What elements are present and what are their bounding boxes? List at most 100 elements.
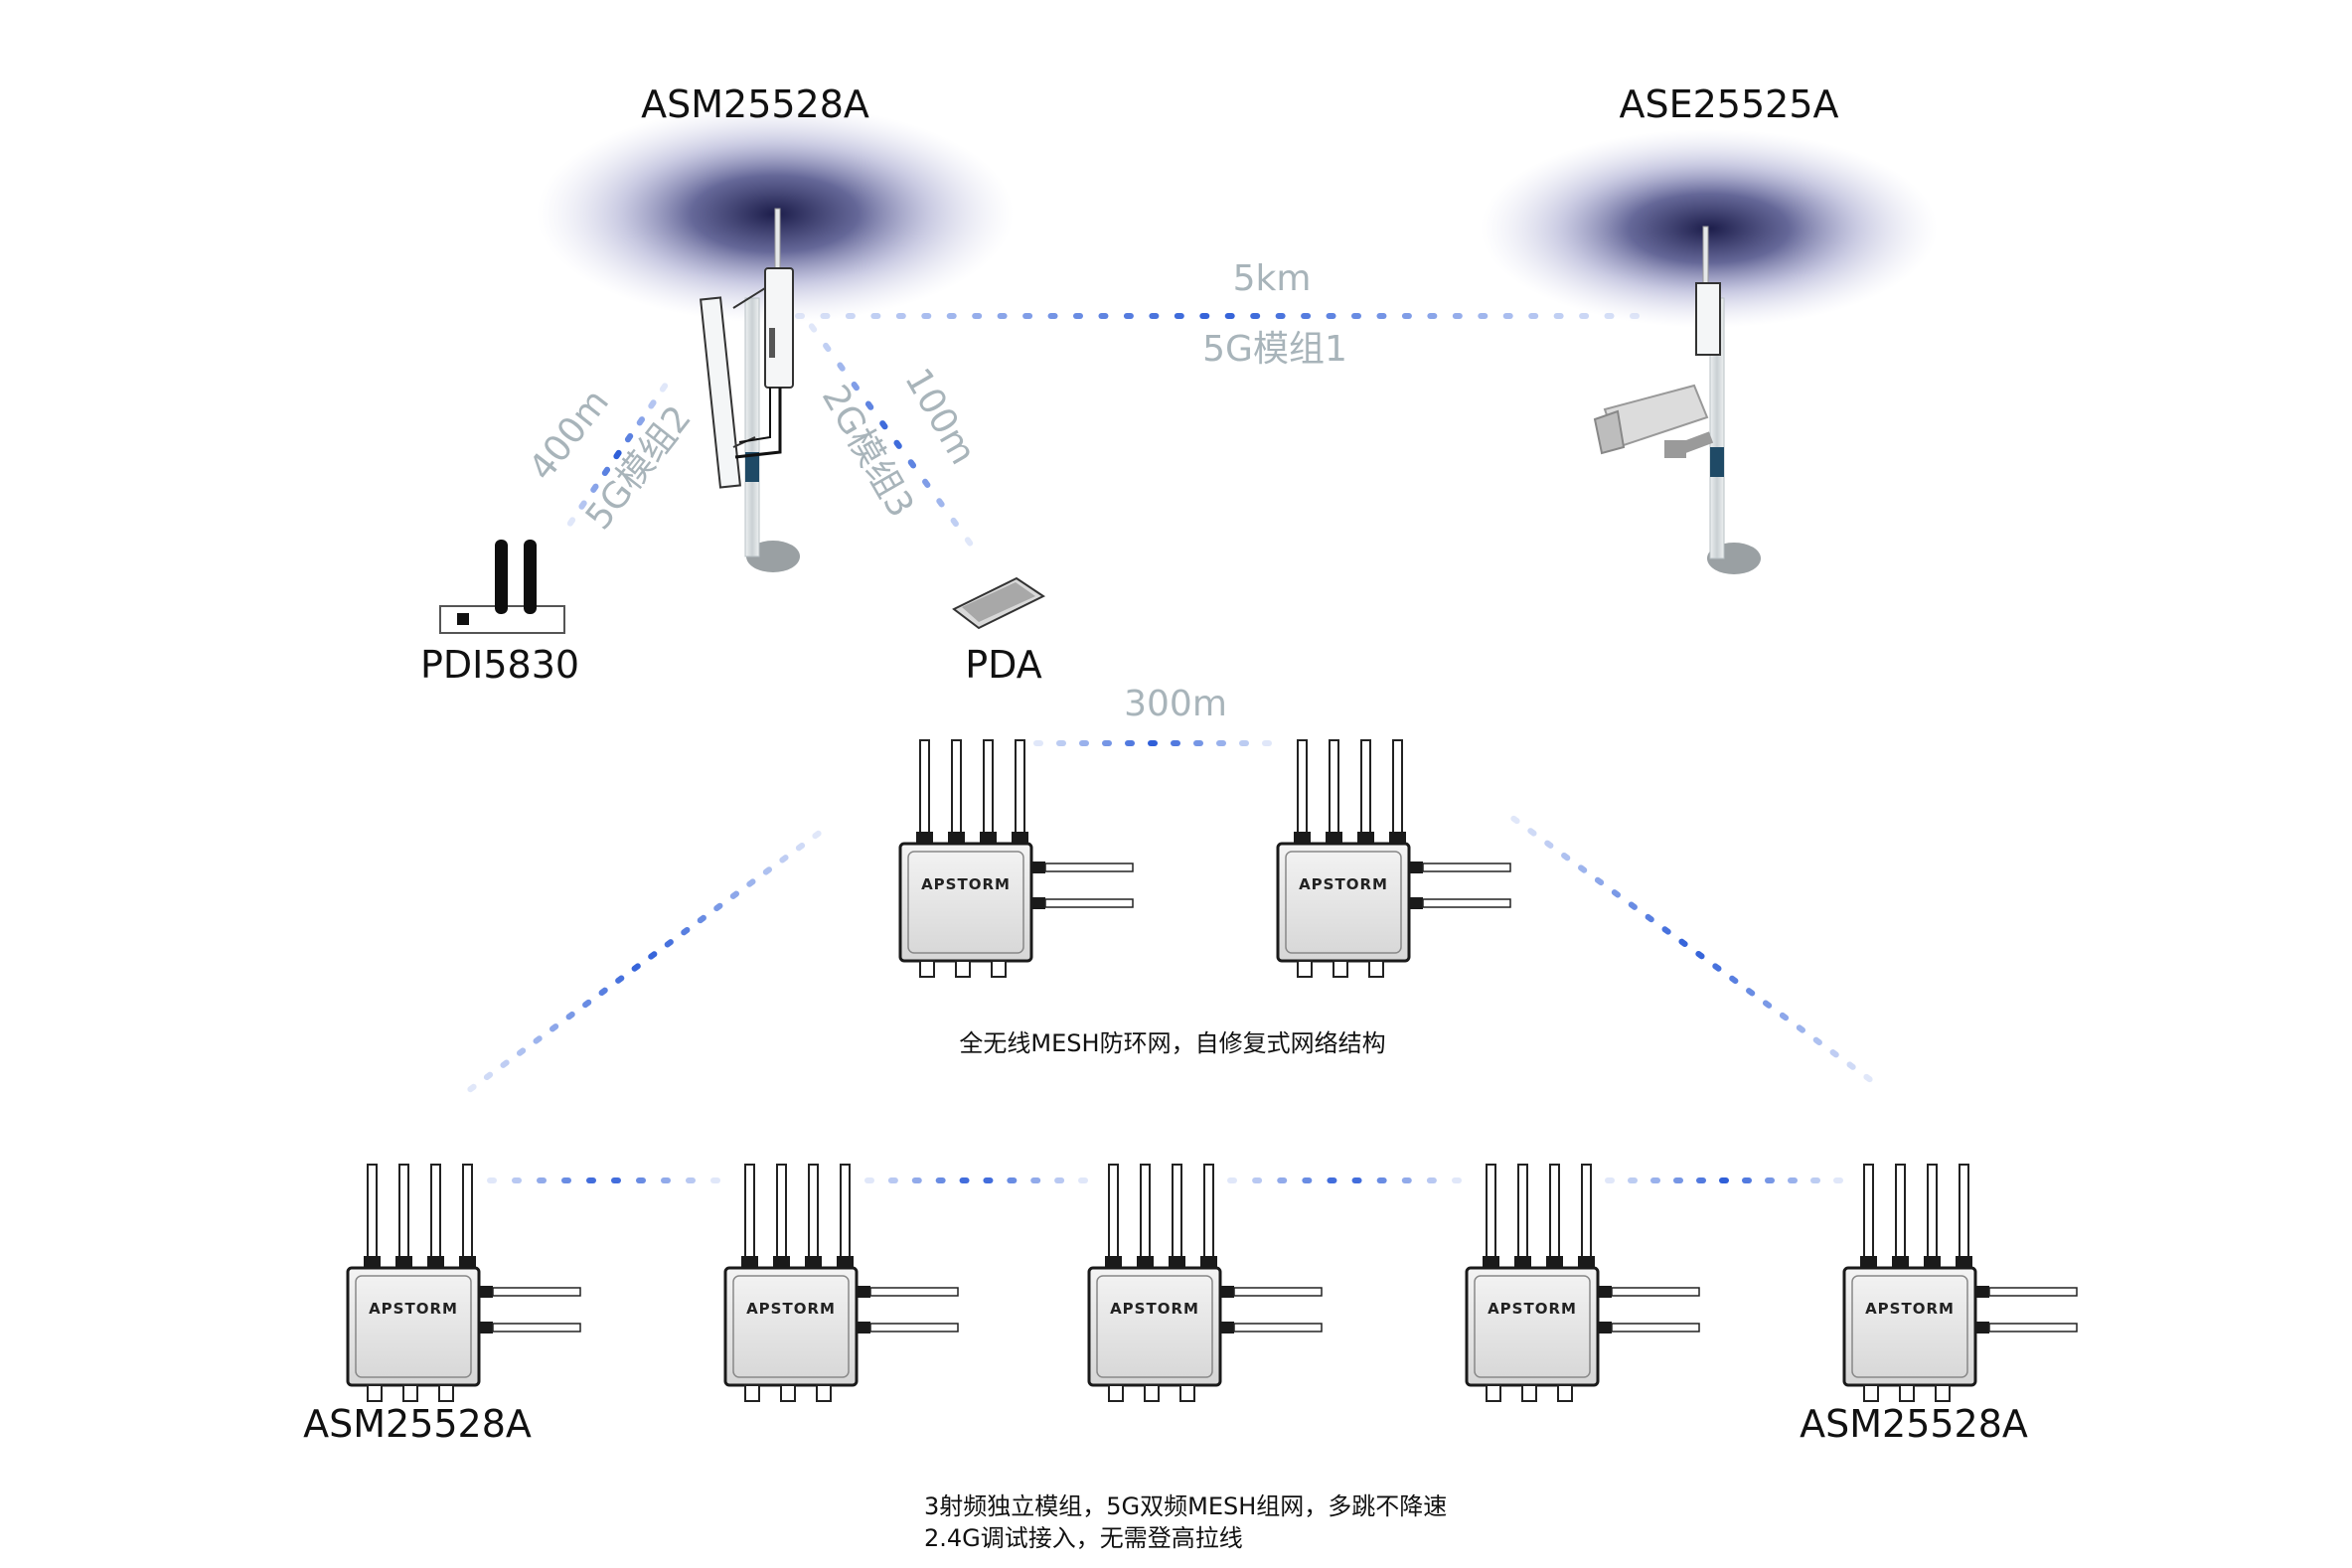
link-dot — [983, 1177, 994, 1183]
link-dot — [565, 1011, 575, 1020]
mesh-ap-bottom-4: APSTORM — [1465, 1163, 1701, 1403]
link-dot — [964, 537, 974, 547]
link-dot — [686, 1177, 696, 1183]
link-dot — [837, 362, 846, 372]
link-dot — [561, 1177, 571, 1183]
link-dot — [1812, 1036, 1822, 1046]
link-dot — [1047, 313, 1058, 319]
mesh-caption: 全无线MESH防环网，自修复式网络结构 — [959, 1029, 1385, 1057]
link-dot — [601, 466, 611, 477]
link-400m — [566, 383, 669, 527]
link-dot — [636, 1177, 646, 1183]
link-dot — [1810, 1177, 1820, 1183]
link-dot — [812, 830, 822, 840]
ap-brand-label: APSTORM — [1299, 875, 1388, 893]
mesh-ap-bottom-3: APSTORM — [1087, 1163, 1324, 1403]
link-dot — [1528, 313, 1539, 319]
link-dot — [1527, 828, 1537, 837]
link-dot — [1553, 313, 1564, 319]
link-dot — [1262, 740, 1272, 746]
ap-brand-label: APSTORM — [1110, 1300, 1199, 1318]
link-dot — [1696, 1177, 1706, 1183]
link-dot — [1148, 740, 1158, 746]
pole-left — [744, 297, 760, 557]
link-dot — [795, 842, 806, 852]
link-dot — [907, 459, 917, 469]
link-dot — [1452, 313, 1463, 319]
link-mesh-b1 — [487, 1177, 720, 1183]
link-dot — [1227, 1177, 1237, 1183]
ap-brand-label: APSTORM — [369, 1300, 458, 1318]
link-dot — [1719, 1177, 1729, 1183]
link-dot — [1376, 313, 1387, 319]
link-dot — [713, 902, 723, 912]
link-dot — [611, 1177, 621, 1183]
link-dot — [512, 1177, 522, 1183]
link-dot — [870, 313, 881, 319]
link-dot — [879, 420, 888, 430]
feature-line-2: 2.4G调试接入，无需登高拉线 — [924, 1524, 1243, 1552]
link-100m — [808, 323, 974, 547]
link-dot — [1174, 313, 1184, 319]
link-dot — [533, 1035, 543, 1044]
link-dot — [997, 313, 1008, 319]
link-dot — [648, 399, 657, 409]
link-dot — [1712, 963, 1722, 972]
link-dot — [487, 1177, 497, 1183]
link-dot — [1376, 1177, 1387, 1183]
link-dot — [1611, 889, 1622, 898]
link-dot — [1301, 313, 1312, 319]
link-dot — [613, 449, 622, 460]
pole-band-left — [745, 452, 759, 482]
link-dot — [586, 1177, 596, 1183]
link-dot — [1846, 1061, 1856, 1070]
link-dot — [1645, 913, 1654, 923]
link-dot — [851, 382, 860, 392]
link-dot — [972, 313, 983, 319]
link-dot — [1022, 313, 1033, 319]
link-300m — [1033, 740, 1272, 746]
link-dot — [1788, 1177, 1798, 1183]
signal-coverage-right — [1481, 129, 1938, 328]
tower-left-label: ASM25528A — [641, 82, 869, 126]
link-dot — [1427, 313, 1438, 319]
link-dot — [1275, 313, 1286, 319]
panel-antenna-right — [1695, 282, 1721, 356]
link-dot — [1577, 864, 1588, 873]
link-dot — [1796, 1024, 1806, 1033]
link-dot — [1661, 926, 1671, 935]
link-dot — [922, 478, 931, 488]
link-dot — [659, 383, 669, 392]
link-dot — [636, 416, 646, 426]
link-dot — [500, 1059, 510, 1068]
link-dot — [1742, 1177, 1752, 1183]
link-dot — [1252, 1177, 1263, 1183]
link-dot — [681, 926, 691, 936]
ap-brand-label: APSTORM — [921, 875, 1011, 893]
link-dot — [664, 939, 674, 948]
pole-band-right — [1710, 447, 1724, 477]
link-dot — [1123, 313, 1134, 319]
link-dot — [921, 313, 932, 319]
link-dot — [1746, 988, 1756, 997]
tower-right-label: ASE25525A — [1619, 82, 1838, 126]
link-dot — [946, 313, 957, 319]
link-dot — [1078, 1177, 1088, 1183]
link-dot — [710, 1177, 720, 1183]
link-dot — [1327, 1177, 1337, 1183]
link-dot — [1199, 313, 1210, 319]
tower-left: ASM25528A — [537, 82, 1014, 572]
link-dot — [697, 914, 706, 924]
link-dot — [1277, 1177, 1288, 1183]
router-label: PDI5830 — [420, 643, 579, 687]
link-dot — [1351, 313, 1361, 319]
link-dot — [746, 878, 756, 887]
feature-line-1: 3射频独立模组，5G双频MESH组网，多跳不降速 — [924, 1492, 1447, 1520]
link-dot — [1054, 1177, 1065, 1183]
link-dot — [624, 432, 634, 443]
link-mesh-left — [467, 830, 822, 1093]
link-mesh-right — [1510, 815, 1873, 1083]
mesh-ap-top-left: APSTORM — [898, 738, 1135, 979]
link-dot — [566, 517, 576, 527]
link-dot — [631, 963, 641, 972]
